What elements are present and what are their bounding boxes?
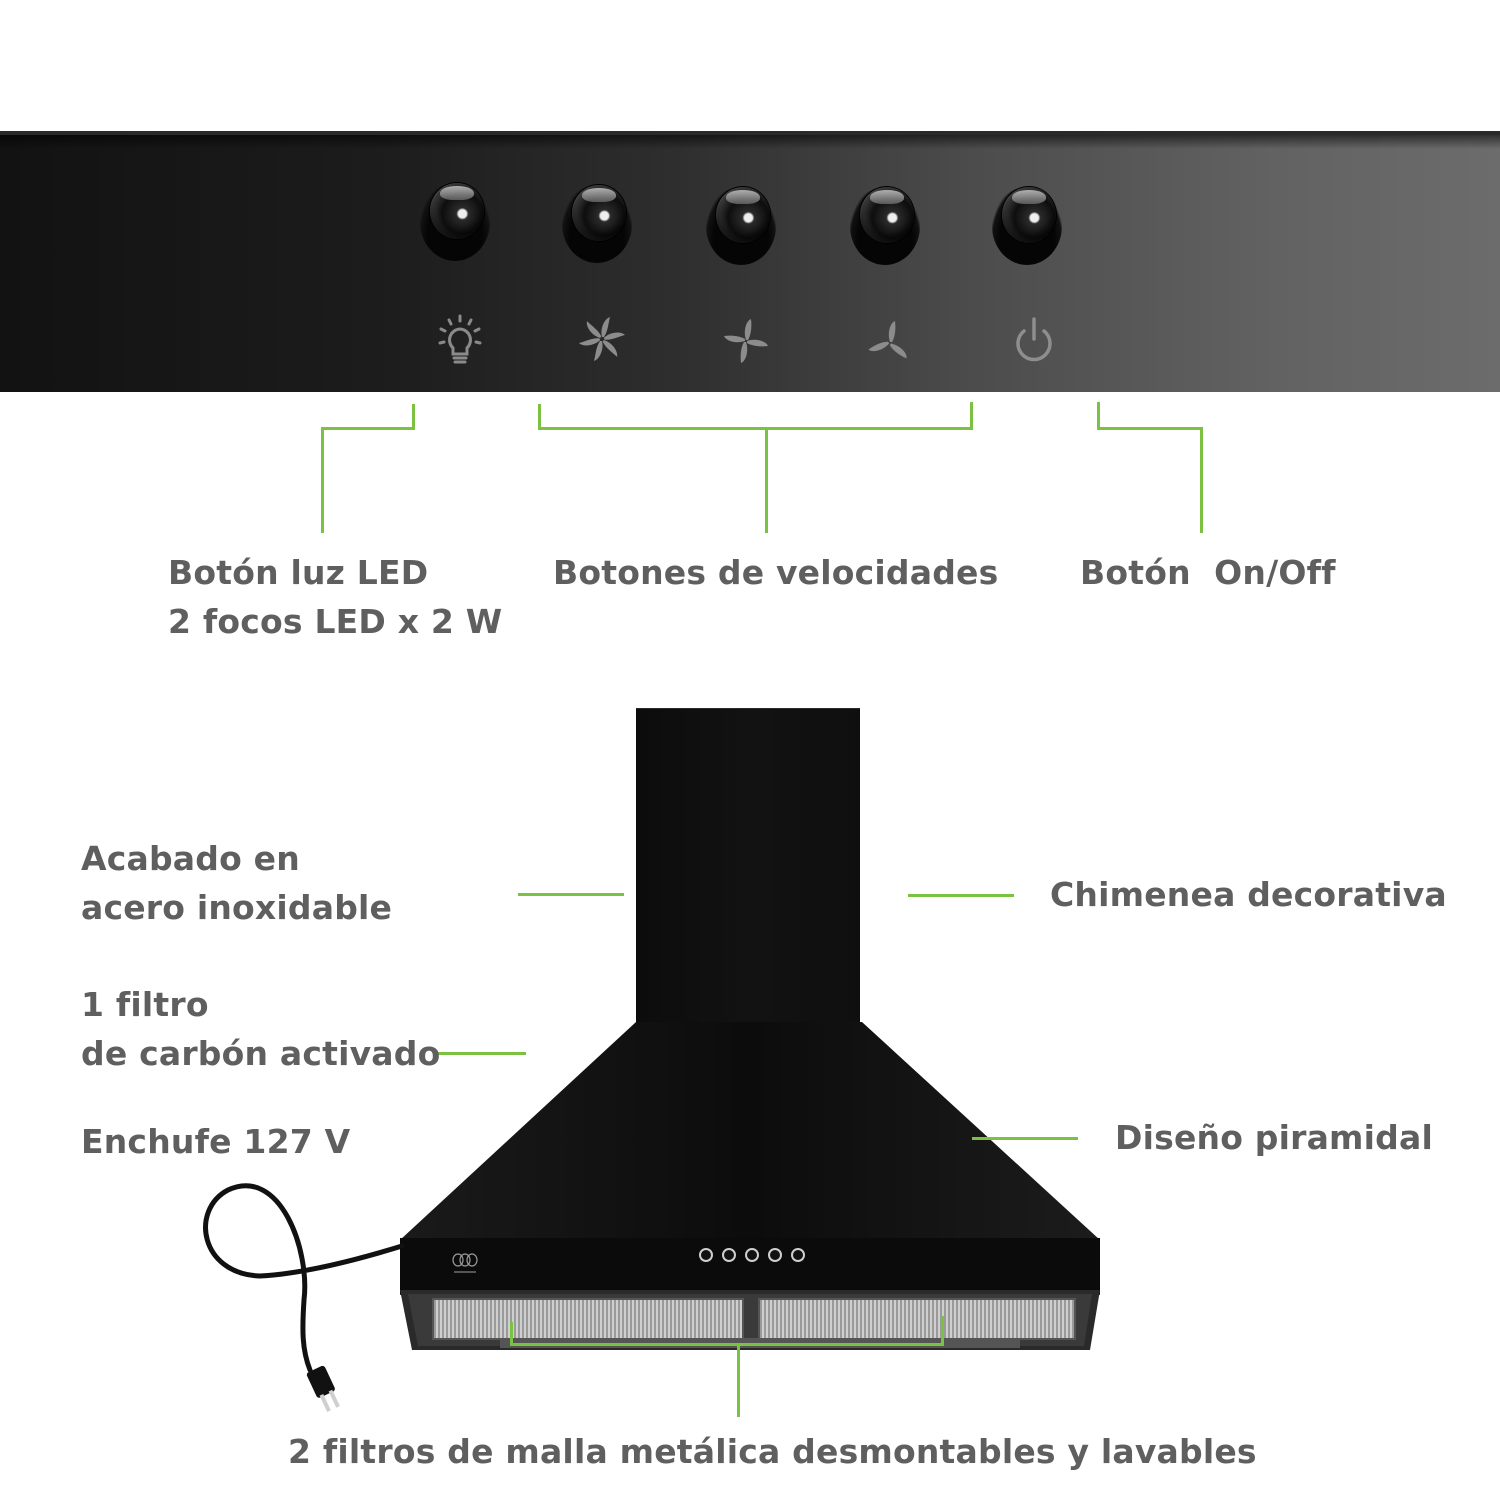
mini-speed-3-button bbox=[768, 1248, 782, 1262]
speed-2-button[interactable] bbox=[706, 187, 776, 265]
fan-speed-2-icon bbox=[724, 319, 768, 363]
plug-label: Enchufe 127 V bbox=[81, 1122, 351, 1161]
mini-speed-1-button bbox=[722, 1248, 736, 1262]
chimney-label: Chimenea decorativa bbox=[1050, 875, 1447, 914]
fan-speed-3-icon bbox=[868, 321, 907, 359]
mini-light-button bbox=[699, 1248, 713, 1262]
callout-line-light bbox=[321, 427, 324, 533]
finish-label-line2: acero inoxidable bbox=[81, 888, 393, 927]
light-bulb-icon bbox=[438, 314, 482, 364]
callout-line-light bbox=[412, 404, 415, 430]
hood-front-panel bbox=[400, 1238, 1100, 1295]
control-panel-closeup bbox=[0, 131, 1500, 392]
mesh-filter-left bbox=[432, 1298, 744, 1340]
brand-logo-icon bbox=[452, 1253, 478, 1273]
callout-line-mesh-filters bbox=[510, 1343, 944, 1346]
pyramid-hood-body bbox=[400, 1022, 1100, 1240]
callout-line-speeds bbox=[538, 427, 973, 430]
speed-buttons-label: Botones de velocidades bbox=[553, 553, 999, 592]
power-icon bbox=[1016, 317, 1052, 362]
pyramid-label: Diseño piramidal bbox=[1115, 1118, 1433, 1157]
mesh-filters-label: 2 filtros de malla metálica desmontables… bbox=[288, 1432, 1257, 1471]
speed-1-button[interactable] bbox=[562, 185, 632, 263]
callout-line-chimney bbox=[908, 894, 1014, 897]
carbon-filter-label-line1: 1 filtro bbox=[81, 985, 209, 1024]
power-button[interactable] bbox=[992, 187, 1062, 265]
decorative-chimney bbox=[636, 708, 860, 1027]
callout-line-power bbox=[1097, 402, 1100, 430]
callout-line-light bbox=[321, 427, 415, 430]
callout-line-finish bbox=[518, 893, 624, 896]
finish-label: Acabado en acero inoxidable bbox=[81, 834, 392, 932]
speed-3-button[interactable] bbox=[850, 187, 920, 265]
mini-power-button bbox=[791, 1248, 805, 1262]
callout-line-mesh-filters bbox=[941, 1316, 944, 1346]
light-button[interactable] bbox=[420, 183, 490, 261]
callout-line-speeds bbox=[538, 404, 541, 430]
callout-line-mesh-filters bbox=[510, 1322, 513, 1346]
finish-label-line1: Acabado en bbox=[81, 839, 300, 878]
callout-line-power bbox=[1200, 427, 1203, 533]
carbon-filter-label: 1 filtro de carbón activado bbox=[81, 980, 440, 1078]
callout-line-speeds bbox=[970, 402, 973, 430]
light-label-line2: 2 focos LED x 2 W bbox=[168, 602, 503, 641]
callout-line-mesh-filters bbox=[737, 1343, 740, 1417]
mesh-filter-right bbox=[758, 1298, 1076, 1340]
mini-speed-2-button bbox=[745, 1248, 759, 1262]
callout-line-speeds bbox=[765, 427, 768, 533]
callout-line-power bbox=[1097, 427, 1203, 430]
callout-line-carbon-filter bbox=[438, 1052, 526, 1055]
power-cord-with-plug bbox=[203, 1183, 405, 1412]
light-label-line1: Botón luz LED bbox=[168, 553, 429, 592]
power-button-label: Botón On/Off bbox=[1080, 553, 1336, 592]
carbon-filter-label-line2: de carbón activado bbox=[81, 1034, 441, 1073]
light-button-label: Botón luz LED 2 focos LED x 2 W bbox=[168, 548, 502, 646]
callout-line-pyramid bbox=[972, 1137, 1078, 1140]
fan-speed-1-icon bbox=[578, 317, 626, 361]
